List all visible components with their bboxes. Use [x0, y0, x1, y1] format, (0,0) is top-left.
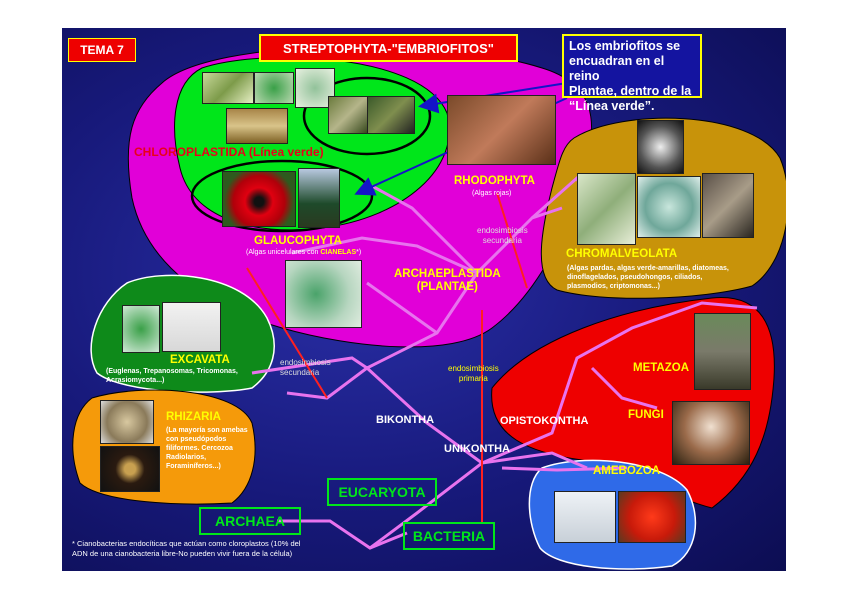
- slide: TEMA 7 STREPTOPHYTA-"EMBRIOFITOS" Los em…: [62, 28, 786, 571]
- footnote-line: * Cianobacterias endocíticas que actúan …: [72, 539, 301, 548]
- footnote-line: ADN de una cianobacteria libre-No pueden…: [72, 549, 293, 558]
- excavata-sub-line: Acrasiomycota...): [106, 377, 165, 384]
- photo-green-algae-2: [254, 72, 294, 104]
- chromalveolata-label: CHROMALVEOLATA: [566, 248, 678, 260]
- photo-ciliate: [637, 176, 701, 238]
- photo-amoeba: [554, 491, 616, 543]
- fungi-label: FUNGI: [628, 409, 664, 421]
- rhizaria-sub: (La mayoría son amebas con pseudópodos f…: [166, 426, 248, 471]
- rhodophyta-sub: (Algas rojas): [472, 190, 512, 197]
- photo-liverwort: [367, 96, 415, 134]
- cianelas-highlight: CIANELAS: [320, 249, 357, 256]
- chloroplastida-label: CHLOROPLASTIDA (Línea verde): [134, 145, 324, 159]
- photo-poppy: [222, 171, 296, 227]
- photo-moss: [328, 96, 368, 134]
- bacteria-box: BACTERIA: [403, 522, 495, 550]
- photo-slime-mold: [162, 302, 221, 352]
- embriofitos-ellipse-top: [302, 76, 432, 156]
- archaeplastida-line: ARCHAEPLASTIDA: [394, 268, 501, 280]
- endosimbiosis-secundaria-top: endosimbiosis secundaria: [477, 226, 528, 246]
- photo-foraminifera: [100, 446, 160, 492]
- chromalveolata-sub-line: dinoflagelados, pseudohongos, ciliados,: [567, 274, 703, 281]
- callout-line: “Línea verde”.: [569, 99, 655, 113]
- glaucophyta-label: GLAUCOPHYTA: [254, 235, 342, 247]
- photo-diatom-2: [577, 173, 636, 245]
- plantae-line: (PLANTAE): [416, 281, 478, 293]
- photo-elephants: [694, 313, 751, 390]
- photo-seaweed: [702, 173, 754, 238]
- footnote: * Cianobacterias endocíticas que actúan …: [72, 539, 300, 559]
- archaeplastida-label: ARCHAEPLASTIDA (PLANTAE): [394, 268, 501, 294]
- embriofitos-callout: Los embriofitos se encuadran en el reino…: [562, 34, 702, 113]
- endosimbiosis-primaria: endosimbiosis primaria: [448, 364, 499, 384]
- tema-badge: TEMA 7: [68, 38, 136, 62]
- photo-glaucophyte: [285, 260, 362, 328]
- photo-radiolarian: [100, 400, 154, 444]
- photo-diatom: [637, 120, 684, 174]
- callout-line: Los embriofitos se: [569, 39, 681, 53]
- chromalveolata-sub-line: (Algas pardas, algas verde-amarillas, di…: [567, 265, 729, 272]
- chromalveolata-sub: (Algas pardas, algas verde-amarillas, di…: [567, 264, 729, 291]
- photo-euglena: [122, 305, 160, 353]
- rhizaria-sub-line: Foraminíferos...): [166, 463, 221, 470]
- glaucophyta-sub-a: (Algas unicelulares con: [246, 249, 321, 256]
- rhizaria-sub-line: (La mayoría son amebas: [166, 427, 248, 434]
- opistokontha-label: OPISTOKONTHA: [500, 415, 589, 427]
- bikontha-label: BIKONTHA: [376, 414, 435, 426]
- streptophyta-title: STREPTOPHYTA-"EMBRIOFITOS": [259, 34, 518, 62]
- eucaryota-box: EUCARYOTA: [327, 478, 437, 506]
- photo-red-alga: [447, 95, 556, 165]
- excavata-sub-line: (Euglenas, Trepanosomas, Tricomonas,: [106, 368, 238, 375]
- unikontha-label: UNIKONTHA: [444, 443, 510, 455]
- rhizaria-label: RHIZARIA: [166, 411, 221, 423]
- photo-slime-red: [618, 491, 686, 543]
- endosymbiosis-arrows: [246, 192, 528, 523]
- photo-conifer: [298, 168, 340, 228]
- archaea-box: ARCHAEA: [199, 507, 301, 535]
- endo-line: endosimbiosis: [280, 358, 331, 367]
- endo-line: secundaria: [280, 368, 320, 377]
- rhizaria-sub-line: filiformes. Cercozoa: [166, 445, 233, 452]
- rhizaria-sub-line: con pseudópodos: [166, 436, 227, 443]
- endo-line: primaria: [458, 374, 488, 383]
- excavata-sub: (Euglenas, Trepanosomas, Tricomonas, Acr…: [106, 367, 238, 385]
- endosimbiosis-secundaria-left: endosimbiosis secundaria: [280, 358, 331, 378]
- chromalveolata-sub-line: plasmodios, criptomonas...): [567, 283, 660, 290]
- glaucophyta-sub: (Algas unicelulares con CIANELAS*): [246, 249, 361, 256]
- amebozoa-label: AMEBOZOA: [593, 465, 661, 477]
- rhodophyta-label: RHODOPHYTA: [454, 175, 535, 187]
- endo-line: endosimbiosis: [477, 226, 528, 235]
- callout-line: encuadran en el reino: [569, 54, 665, 83]
- excavata-label: EXCAVATA: [170, 354, 230, 366]
- endo-line: secundaria: [482, 236, 522, 245]
- photo-charophyte: [226, 108, 288, 144]
- endo-line: endosimbiosis: [448, 364, 499, 373]
- callout-line: Plantae, dentro de la: [569, 84, 692, 98]
- rhizaria-sub-line: Radiolarios,: [166, 454, 207, 461]
- embriofitos-ellipse-bottom: [190, 159, 374, 233]
- glaucophyta-sub-c: *): [356, 249, 362, 256]
- photo-green-algae-1: [202, 72, 254, 104]
- metazoa-label: METAZOA: [633, 362, 690, 374]
- phylogenetic-tree: [251, 175, 758, 550]
- photo-mushroom: [672, 401, 750, 465]
